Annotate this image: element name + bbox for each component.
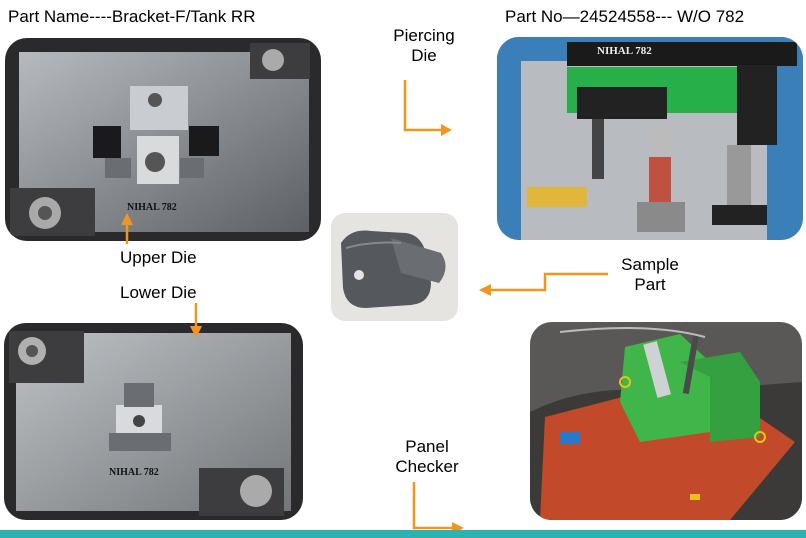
panel-checker-label: Panel Checker [382,437,472,477]
upper-die-label: Upper Die [120,248,197,267]
piercing-die-label: Piercing Die [380,26,468,66]
lower-die-arrow [190,303,202,338]
panel-checker-photo [530,322,802,520]
part-number-title: Part No—24524558--- W/O 782 [505,7,745,26]
upper-die-photo: NIHAL 782 [5,38,321,241]
panel-checker-label-line2: Checker [395,457,459,476]
lower-die-label: Lower Die [120,283,197,302]
upper-die-arrow [121,213,133,244]
piercing-die-label-line1: Piercing [393,26,455,45]
sample-part-label: Sample Part [600,255,700,295]
piercing-die-arrow [403,80,452,136]
sample-part-photo [331,213,458,321]
bottom-accent-bar [0,530,806,538]
piercing-die-photo: NIHAL 782 [497,37,803,240]
upper-die-stamp: NIHAL 782 [127,202,177,213]
lower-die-stamp: NIHAL 782 [109,467,159,478]
sample-part-label-line1: Sample [621,255,679,274]
piercing-die-stamp: NIHAL 782 [597,45,652,57]
panel-checker-label-line1: Panel [405,437,449,456]
piercing-die-label-line2: Die [411,46,437,65]
part-name-title: Part Name----Bracket-F/Tank RR [8,7,256,26]
panel-checker-arrow [412,482,464,534]
sample-part-label-line2: Part [634,275,666,294]
lower-die-photo: NIHAL 782 [4,323,303,520]
sample-part-arrow [479,272,608,296]
